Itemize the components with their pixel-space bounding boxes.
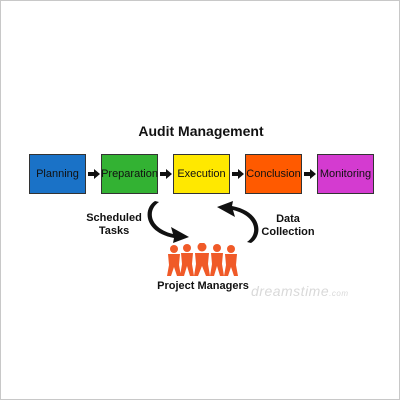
diagram-title: Audit Management <box>138 123 264 139</box>
label-project-managers: Project Managers <box>157 280 249 292</box>
step-execution: Execution <box>173 154 230 194</box>
label-scheduled-tasks-line1: Scheduled <box>86 212 142 224</box>
step-monitoring: Monitoring <box>317 154 374 194</box>
arrow-right-icon <box>304 169 316 179</box>
project-managers-icon <box>167 243 238 276</box>
arrow-right-icon <box>160 169 172 179</box>
watermark-suffix: .com <box>329 289 349 298</box>
curved-arrow-down-icon <box>147 201 189 243</box>
label-data-collection-line2: Collection <box>261 226 315 238</box>
watermark: dreamstime.com <box>251 283 348 299</box>
curved-arrow-up-icon <box>217 201 259 243</box>
step-conclusion: Conclusion <box>245 154 302 194</box>
watermark-text: dreamstime <box>251 283 330 299</box>
step-monitoring-label: Monitoring <box>319 168 372 180</box>
label-data-collection: Data Collection <box>255 213 321 239</box>
arrow-right-icon <box>88 169 100 179</box>
step-planning: Planning <box>29 154 86 194</box>
step-planning-label: Planning <box>36 168 79 180</box>
step-preparation: Preparation <box>101 154 158 194</box>
label-scheduled-tasks-line2: Tasks <box>98 225 130 237</box>
step-preparation-label: Preparation <box>101 168 158 180</box>
label-data-collection-line1: Data <box>276 213 300 225</box>
label-scheduled-tasks: Scheduled Tasks <box>81 212 147 238</box>
step-conclusion-label: Conclusion <box>246 168 301 180</box>
arrow-right-icon <box>232 169 244 179</box>
step-execution-label: Execution <box>177 168 226 180</box>
